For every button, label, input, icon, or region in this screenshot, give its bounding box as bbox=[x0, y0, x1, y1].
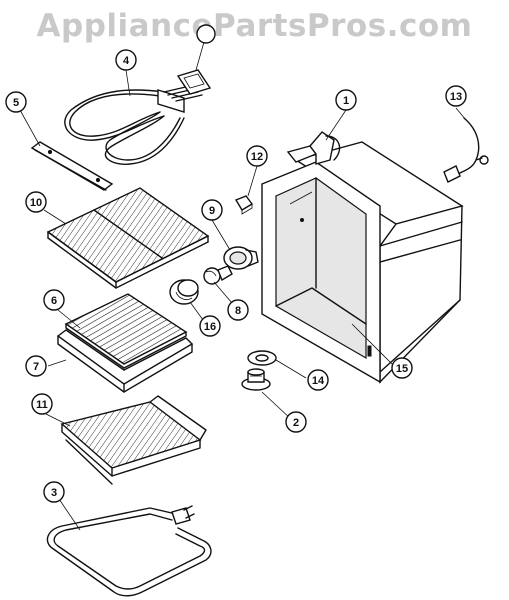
callout-4: 4 bbox=[115, 49, 137, 71]
part-5-bracket bbox=[30, 141, 114, 191]
svg-text:4: 4 bbox=[123, 55, 130, 67]
svg-text:9: 9 bbox=[209, 205, 215, 217]
part-7-broiler-pan bbox=[56, 329, 194, 393]
part-13-wire bbox=[443, 117, 489, 183]
svg-text:3: 3 bbox=[51, 487, 57, 499]
callout-11: 11 bbox=[31, 393, 53, 415]
callouts: 1 2 3 4 5 6 7 bbox=[5, 24, 467, 503]
callout-7: 7 bbox=[25, 355, 47, 377]
callout-6: 6 bbox=[43, 289, 65, 311]
svg-text:6: 6 bbox=[51, 295, 57, 307]
callout-1: 1 bbox=[335, 89, 357, 111]
part-2-fitting bbox=[241, 368, 271, 391]
terminal-block bbox=[176, 69, 212, 95]
part-15-oven-cavity bbox=[261, 141, 464, 384]
callout-8: 8 bbox=[227, 299, 249, 321]
callout-16: 16 bbox=[199, 315, 221, 337]
callout-12: 12 bbox=[246, 145, 268, 167]
callout-2: 2 bbox=[285, 411, 307, 433]
svg-text:13: 13 bbox=[450, 91, 462, 103]
callout-unnumbered bbox=[196, 24, 216, 44]
svg-text:14: 14 bbox=[312, 375, 325, 387]
svg-text:16: 16 bbox=[204, 321, 216, 333]
svg-text:8: 8 bbox=[235, 305, 241, 317]
part-14-grommet bbox=[247, 350, 277, 366]
part-10-oven-rack bbox=[46, 187, 210, 289]
svg-text:2: 2 bbox=[293, 417, 299, 429]
part-6-broiler-insert bbox=[64, 293, 188, 369]
svg-text:10: 10 bbox=[30, 197, 42, 209]
callout-5: 5 bbox=[5, 91, 27, 113]
callout-13: 13 bbox=[445, 85, 467, 107]
part-1-bracket bbox=[286, 131, 341, 165]
svg-text:7: 7 bbox=[33, 361, 39, 373]
callout-10: 10 bbox=[25, 191, 47, 213]
watermark: AppliancePartsPros.com bbox=[36, 8, 473, 44]
callout-15: 15 bbox=[391, 357, 413, 379]
part-3-bake-element bbox=[46, 505, 212, 597]
svg-text:1: 1 bbox=[343, 95, 349, 107]
svg-text:11: 11 bbox=[36, 399, 48, 411]
svg-text:5: 5 bbox=[13, 97, 19, 109]
part-8-light-bulb bbox=[203, 265, 233, 285]
part-16-lens-cover bbox=[169, 279, 199, 305]
svg-text:12: 12 bbox=[251, 151, 263, 163]
part-9-lamp-socket bbox=[223, 246, 259, 270]
part-4-broil-element bbox=[64, 85, 203, 165]
part-11-oven-rack bbox=[60, 395, 207, 485]
callout-9: 9 bbox=[201, 199, 223, 221]
svg-text:15: 15 bbox=[396, 363, 408, 375]
part-12-clip bbox=[234, 195, 254, 215]
callout-3: 3 bbox=[43, 481, 65, 503]
callout-14: 14 bbox=[307, 369, 329, 391]
